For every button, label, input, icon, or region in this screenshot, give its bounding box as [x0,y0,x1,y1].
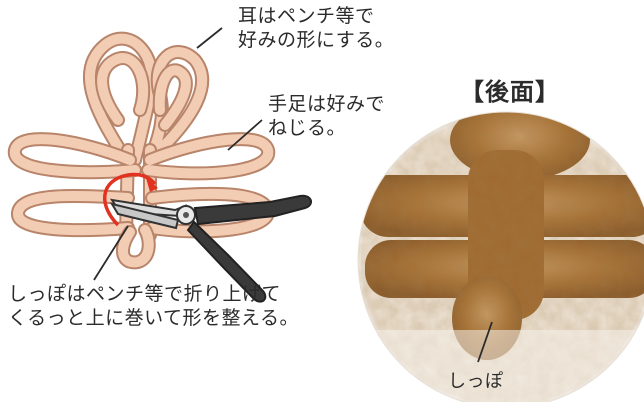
tail-loop [123,230,149,262]
back-view-title: 【後面】 [460,72,560,107]
tail-fold-note-line2: くるっと上に巻いて形を整える。 [8,306,299,330]
tail-photo-label: しっぽ [448,370,504,394]
limbs-note-line1: 手足は好みで [268,92,385,116]
back-view-photo [358,100,644,402]
ears-leader-line [197,28,222,48]
ears-note-line2: 好みの形にする。 [238,28,394,52]
limbs-note-line2: ねじる。 [268,116,385,140]
tail-fold-note: しっぽはペンチ等で折り上げて くるっと上に巻いて形を整える。 [8,282,299,330]
pipe-cleaner-figure [15,39,269,263]
ears-note-line1: 耳はペンチ等で [238,4,394,28]
tail-fold-note-line1: しっぽはペンチ等で折り上げて [8,282,299,306]
ears-note: 耳はペンチ等で 好みの形にする。 [238,4,394,52]
limbs-note: 手足は好みで ねじる。 [268,92,385,140]
